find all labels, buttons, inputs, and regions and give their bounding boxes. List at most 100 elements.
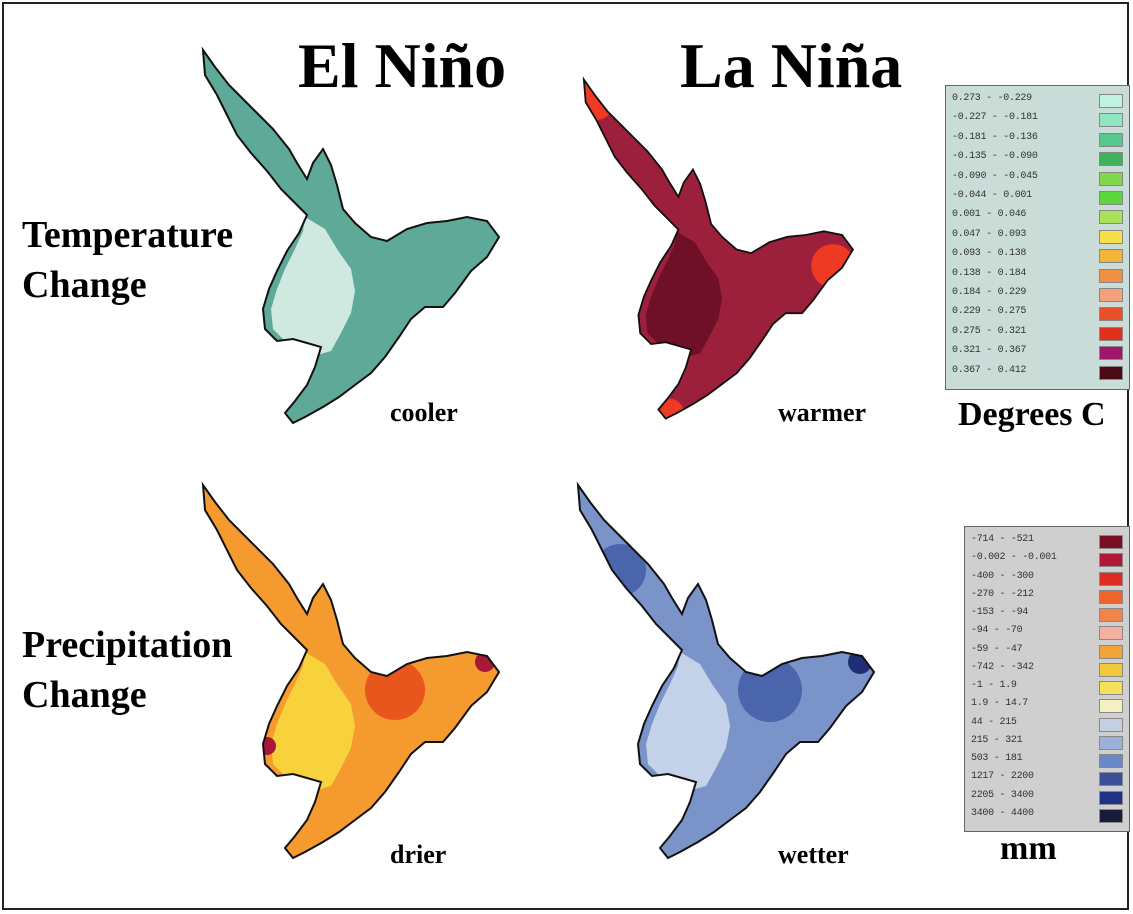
precipitation-legend-row: 503 - 181 <box>965 752 1129 770</box>
temperature-legend-label: -0.135 - -0.090 <box>952 151 1038 163</box>
la-nina-prec-spot-2 <box>738 658 802 722</box>
precipitation-legend-label: 215 - 321 <box>971 734 1023 746</box>
precipitation-legend-row: -1 - 1.9 <box>965 679 1129 697</box>
temperature-legend-row: -0.181 - -0.136 <box>946 131 1129 149</box>
precipitation-legend-label: 3400 - 4400 <box>971 807 1034 819</box>
precipitation-legend-row: -270 - -212 <box>965 588 1129 606</box>
precipitation-legend-row: -742 - -342 <box>965 661 1129 679</box>
precipitation-legend-row: 215 - 321 <box>965 734 1129 752</box>
drier-caption: drier <box>390 840 447 869</box>
precipitation-legend-row: -153 - -94 <box>965 606 1129 624</box>
precipitation-legend-label: -94 - -70 <box>971 625 1023 637</box>
temperature-change-label-line-1: Temperature <box>22 214 234 256</box>
precipitation-legend-label: -1 - 1.9 <box>971 680 1017 691</box>
precipitation-change-label-line-2: Change <box>22 674 147 717</box>
precipitation-legend-label: -270 - -212 <box>971 588 1034 600</box>
precipitation-legend-swatch <box>1099 772 1123 787</box>
precipitation-legend-label: 44 - 215 <box>971 716 1017 728</box>
precipitation-legend-label: 1217 - 2200 <box>971 771 1034 783</box>
temperature-legend-label: -0.090 - -0.045 <box>952 170 1038 182</box>
temperature-legend-label: 0.275 - 0.321 <box>952 325 1027 337</box>
temperature-legend-label: 0.047 - 0.093 <box>952 228 1027 240</box>
la-nina-prec-central-zone <box>646 652 730 790</box>
temperature-legend-swatch <box>1099 210 1123 225</box>
el-nino-precipitation-map <box>201 481 501 860</box>
temperature-legend-row: 0.275 - 0.321 <box>946 325 1129 343</box>
precipitation-legend-label: 503 - 181 <box>971 753 1023 764</box>
la-nina-prec-coastline <box>576 481 876 860</box>
mm-unit: mm <box>1000 830 1057 867</box>
precipitation-legend: -714 - -521 -0.002 - -0.001-400 - -300 -27… <box>964 526 1130 832</box>
precipitation-legend-swatch <box>1099 644 1123 659</box>
temperature-change-label-line-2: Change <box>22 264 147 307</box>
precipitation-legend-label: -59 - -47 <box>971 643 1023 655</box>
la-nina-temperature-map <box>582 76 855 420</box>
precipitation-legend-swatch <box>1099 571 1123 586</box>
precipitation-change-label-line-1: Precipitation <box>22 624 233 666</box>
precipitation-legend-row: -400 - -300 <box>965 570 1129 588</box>
la-nina-prec-land <box>578 485 874 858</box>
temperature-legend-swatch <box>1099 94 1123 108</box>
el-nino-temperature-map <box>201 46 501 425</box>
temperature-legend-row: 0.001 - 0.046 <box>946 208 1129 226</box>
temperature-legend-row: 0.321 - 0.367 <box>946 344 1129 362</box>
temperature-legend-label: 0.184 - 0.229 <box>952 287 1027 298</box>
el-nino-temp-zones <box>271 217 355 355</box>
el-nino-header: El Niño <box>298 30 507 101</box>
la-nina-header: La Niña <box>680 30 903 101</box>
precipitation-legend-label: 1.9 - 14.7 <box>971 698 1029 710</box>
temperature-legend-label: -0.181 - -0.136 <box>952 131 1038 143</box>
precipitation-legend-swatch <box>1099 735 1123 750</box>
el-nino-prec-spot-2 <box>258 737 276 755</box>
temperature-legend-label: 0.273 - -0.229 <box>952 93 1032 104</box>
warmer-caption: warmer <box>778 398 867 427</box>
temperature-legend-swatch <box>1099 171 1123 186</box>
precipitation-legend-swatch <box>1099 808 1123 823</box>
temperature-legend-label: -0.044 - 0.001 <box>952 190 1032 201</box>
temperature-legend-label: 0.093 - 0.138 <box>952 248 1027 260</box>
precipitation-legend-label: -714 - -521 <box>971 534 1034 545</box>
el-nino-temp-land <box>203 50 499 423</box>
precipitation-legend-swatch <box>1099 717 1123 732</box>
el-nino-temp-central-zone <box>271 217 355 355</box>
precipitation-legend-row: -0.002 - -0.001 <box>965 551 1129 569</box>
temperature-legend-swatch <box>1099 307 1123 322</box>
precipitation-legend-row: 1217 - 2200 <box>965 770 1129 788</box>
precipitation-legend-swatch <box>1099 589 1123 604</box>
temperature-legend-swatch <box>1099 346 1123 361</box>
la-nina-temp-spot-2 <box>583 80 615 121</box>
precipitation-legend-row: 1.9 - 14.7 <box>965 697 1129 715</box>
temperature-legend-row: 0.138 - 0.184 <box>946 267 1129 285</box>
temperature-legend-label: 0.367 - 0.412 <box>952 364 1027 376</box>
temperature-legend-swatch <box>1099 152 1123 167</box>
precipitation-legend-swatch <box>1099 662 1123 677</box>
degrees-c-unit: Degrees C <box>958 396 1106 433</box>
temperature-legend-row: -0.135 - -0.090 <box>946 150 1129 168</box>
temperature-legend-swatch <box>1099 229 1123 244</box>
temperature-legend-label: 0.138 - 0.184 <box>952 267 1027 279</box>
temperature-legend-swatch <box>1099 191 1123 205</box>
cooler-caption: cooler <box>390 398 458 427</box>
precipitation-legend-row: -94 - -70 <box>965 624 1129 642</box>
el-nino-prec-coastline <box>201 481 501 860</box>
temperature-legend-row: 0.367 - 0.412 <box>946 364 1129 382</box>
precipitation-legend-row: -714 - -521 <box>965 533 1129 551</box>
precipitation-legend-swatch <box>1099 608 1123 622</box>
temperature-legend-swatch <box>1099 249 1123 264</box>
precipitation-legend-label: -400 - -300 <box>971 570 1034 582</box>
precipitation-legend-swatch <box>1099 535 1123 549</box>
temperature-legend-row: 0.093 - 0.138 <box>946 247 1129 265</box>
precipitation-legend-label: 2205 - 3400 <box>971 789 1034 801</box>
la-nina-temp-coastline <box>582 76 855 420</box>
temperature-legend-label: -0.227 - -0.181 <box>952 112 1038 124</box>
wetter-caption: wetter <box>778 840 849 869</box>
el-nino-prec-spot-3 <box>365 660 425 720</box>
temperature-legend-row: 0.047 - 0.093 <box>946 228 1129 246</box>
temperature-legend: 0.273 - -0.229 -0.227 - -0.181 -0.181 - -0… <box>945 85 1130 390</box>
temperature-legend-label: 0.001 - 0.046 <box>952 209 1027 221</box>
temperature-legend-row: 0.273 - -0.229 <box>946 92 1129 110</box>
precipitation-legend-row: 2205 - 3400 <box>965 789 1129 807</box>
el-nino-prec-central-zone <box>271 652 355 790</box>
